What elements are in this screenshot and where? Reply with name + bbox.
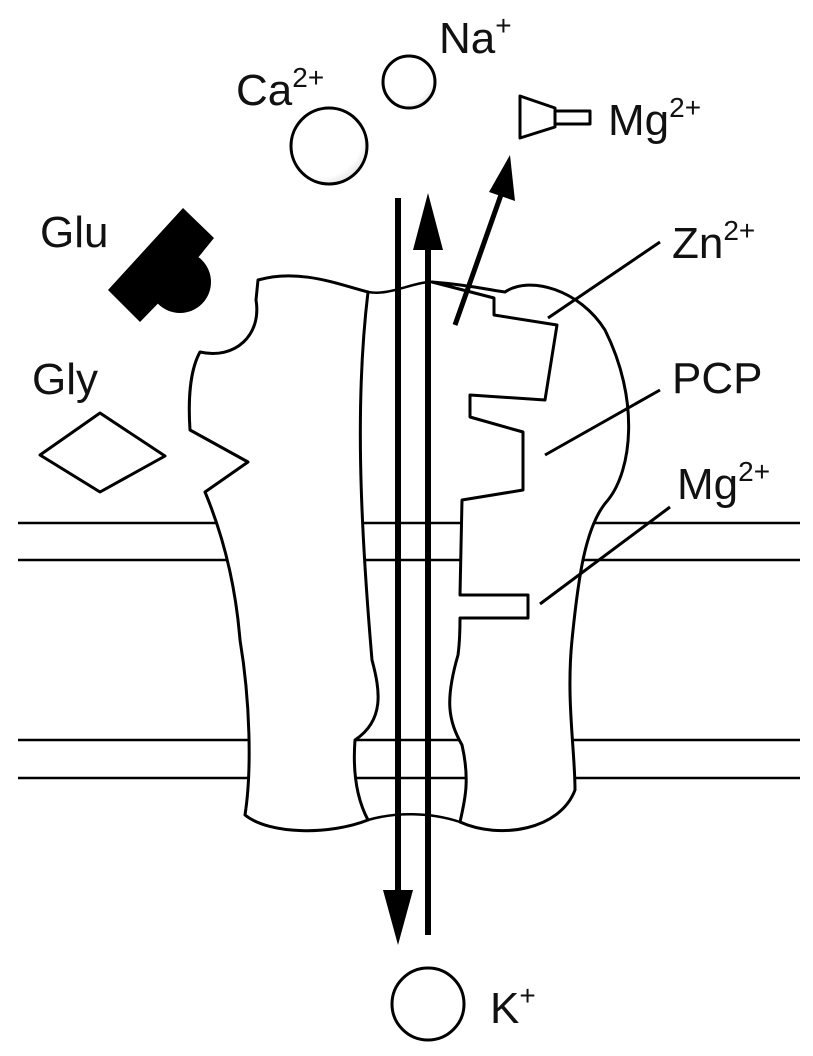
- magnesium-pore-label: Mg2+: [677, 456, 770, 509]
- mg-exit-arrowhead: [489, 155, 515, 201]
- zinc-label: Zn2+: [672, 215, 755, 268]
- pore-bottom-edge: [368, 814, 460, 822]
- potassium-ion-sphere: [392, 968, 464, 1040]
- magnesium-blocker-icon: [520, 96, 590, 138]
- glutamate-ligand-icon: [108, 208, 214, 322]
- glycine-ligand-icon: [40, 413, 165, 492]
- magnesium-top-label: Mg2+: [608, 92, 701, 145]
- sodium-label: Na+: [439, 10, 512, 63]
- efflux-arrowhead: [413, 193, 443, 250]
- glycine-label: Gly: [32, 355, 98, 404]
- receptor-right-subunit: [432, 282, 629, 831]
- calcium-ion-sphere: [291, 108, 367, 184]
- sodium-ion-sphere: [383, 56, 435, 108]
- potassium-label: K+: [490, 980, 536, 1033]
- pcp-label: PCP: [672, 354, 762, 403]
- cell-membrane: [18, 523, 800, 778]
- influx-arrowhead: [383, 890, 413, 945]
- receptor-left-subunit: [189, 276, 378, 831]
- zinc-site-leader-line: [548, 242, 660, 318]
- calcium-label: Ca2+: [236, 62, 324, 115]
- glutamate-label: Glu: [40, 208, 108, 257]
